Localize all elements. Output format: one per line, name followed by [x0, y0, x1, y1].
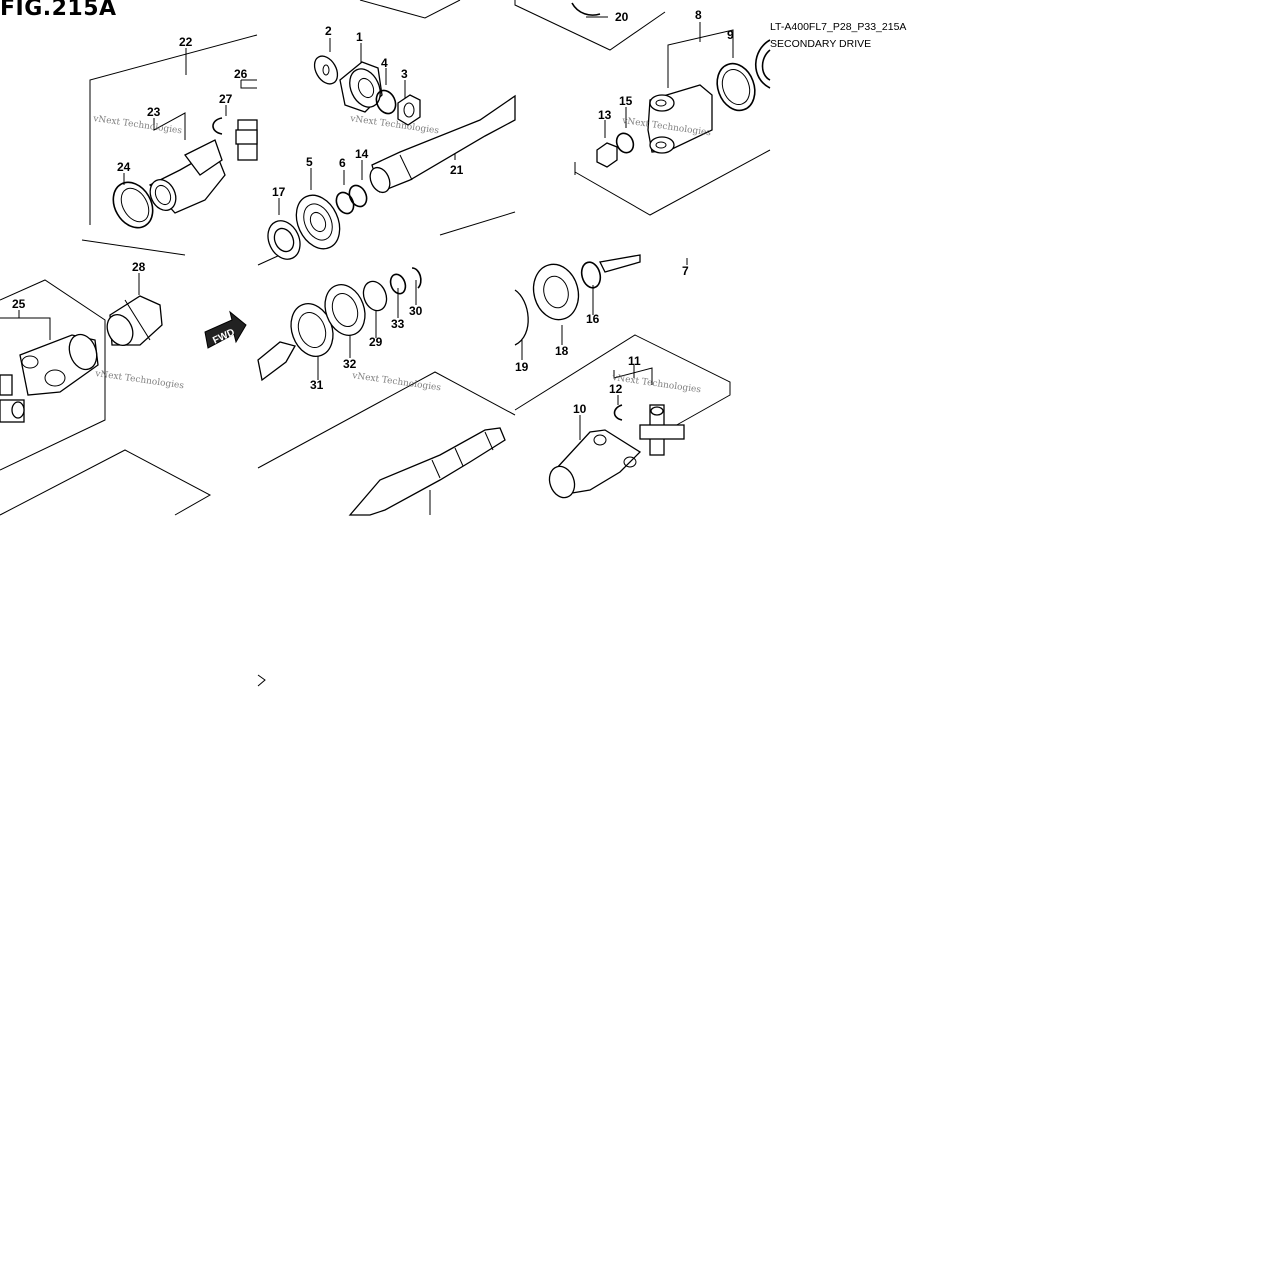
- callout-22: 22: [179, 35, 193, 49]
- diagram-code: LT-A400FL7_P28_P33_215A: [770, 21, 907, 33]
- callout-28: 28: [132, 260, 146, 274]
- callout-17: 17: [272, 185, 286, 199]
- callout-20: 20: [615, 10, 629, 24]
- callout-2: 2: [325, 24, 332, 38]
- callout-1: 1: [356, 30, 363, 44]
- bearing-housing-group: [514, 254, 641, 360]
- watermark-text: vNext Technologies: [94, 369, 185, 392]
- diagram-subtitle: SECONDARY DRIVE: [770, 38, 872, 50]
- rear-yoke-group: [112, 48, 258, 229]
- watermark-text: vNext Technologies: [349, 114, 440, 137]
- universal-joint-group: [548, 365, 685, 499]
- front-yoke-group: [571, 2, 771, 168]
- callout-24: 24: [117, 160, 131, 174]
- callout-26: 26: [234, 67, 248, 81]
- callout-14: 14: [355, 147, 369, 161]
- callout-4: 4: [381, 56, 388, 70]
- callout-6: 6: [339, 156, 346, 170]
- callout-23: 23: [147, 105, 161, 119]
- callout-12: 12: [609, 382, 623, 396]
- callout-33: 33: [391, 317, 405, 331]
- watermark-text: vNext Technologies: [611, 373, 702, 396]
- watermark-text: vNext Technologies: [92, 114, 183, 137]
- bearing-group: [257, 267, 422, 382]
- callout-8: 8: [695, 8, 702, 22]
- callout-labels: 1 2 3 4 5 6 7 8 9 10 11 12 13 14 15 16 1…: [12, 8, 734, 416]
- callout-30: 30: [409, 304, 423, 318]
- callout-32: 32: [343, 357, 357, 371]
- boot-yoke-group: [0, 273, 163, 423]
- callout-31: 31: [310, 378, 324, 392]
- callout-21: 21: [450, 163, 464, 177]
- callout-27: 27: [219, 92, 233, 106]
- callout-25: 25: [12, 297, 26, 311]
- callout-18: 18: [555, 344, 569, 358]
- watermark-text: vNext Technologies: [351, 371, 442, 394]
- callout-9: 9: [727, 28, 734, 42]
- pinion-gear-group: [267, 38, 516, 260]
- callout-16: 16: [586, 312, 600, 326]
- drive-shaft: [348, 427, 506, 516]
- callout-5: 5: [306, 155, 313, 169]
- callout-19: 19: [515, 360, 529, 374]
- assembly-frames: [0, 0, 771, 687]
- figure-title: FIG.215A: [0, 0, 117, 21]
- callout-15: 15: [619, 94, 633, 108]
- callout-29: 29: [369, 335, 383, 349]
- callout-10: 10: [573, 402, 587, 416]
- forward-direction-arrow: FWD: [204, 310, 247, 349]
- callout-3: 3: [401, 67, 408, 81]
- callout-7: 7: [682, 264, 689, 278]
- callout-13: 13: [598, 108, 612, 122]
- callout-11: 11: [628, 354, 641, 368]
